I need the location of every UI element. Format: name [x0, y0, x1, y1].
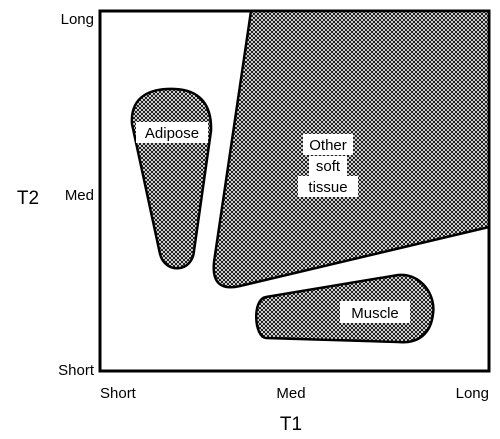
label-adipose-text: Adipose — [145, 125, 199, 142]
label-muscle-text: Muscle — [351, 305, 399, 322]
label-other-text: Other — [309, 137, 347, 154]
y-tick-short: Short — [58, 362, 95, 379]
x-tick-short: Short — [100, 385, 137, 402]
x-tick-med: Med — [276, 385, 305, 402]
y-tick-med: Med — [65, 187, 94, 204]
label-tissue-text: tissue — [308, 179, 347, 196]
y-tick-long: Long — [61, 11, 94, 28]
label-adipose: Adipose — [136, 122, 208, 143]
label-other-soft-tissue: Other soft tissue — [298, 134, 358, 197]
label-muscle: Muscle — [340, 301, 410, 323]
label-soft-text: soft — [316, 158, 341, 175]
x-tick-long: Long — [456, 385, 489, 402]
y-axis-title: T2 — [17, 188, 39, 209]
x-axis-title: T1 — [280, 414, 302, 435]
